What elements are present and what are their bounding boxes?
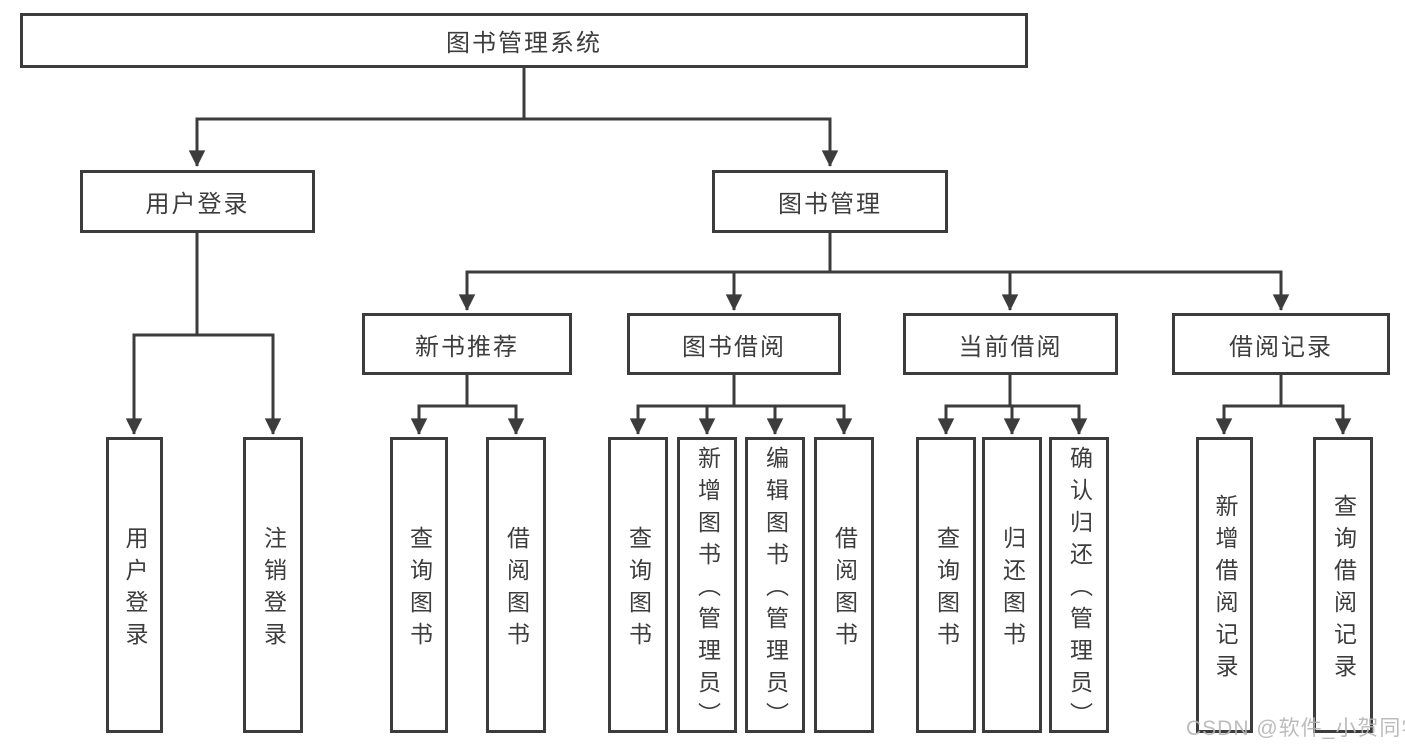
node-label: 归还图书 [999, 525, 1026, 654]
leaf-edit-book-admin: 编辑图书（管理员） [745, 437, 805, 734]
leaf-query-books-recommend: 查询图书 [390, 437, 448, 733]
node-library-management-system: 图书管理系统 [20, 13, 1028, 68]
node-label: 查询借阅记录 [1330, 493, 1357, 686]
leaf-borrow-books: 借阅图书 [814, 437, 874, 733]
node-label: 新增借阅记录 [1212, 493, 1238, 686]
leaf-return-books: 归还图书 [982, 437, 1042, 733]
node-label: 注销登录 [260, 525, 287, 654]
node-label: 图书管理 [778, 191, 882, 218]
node-current-borrow: 当前借阅 [903, 313, 1118, 375]
node-label: 图书管理系统 [446, 30, 602, 57]
node-label: 新增图书（管理员） [694, 445, 721, 734]
leaf-query-books-borrow: 查询图书 [608, 437, 668, 733]
node-label: 查询图书 [625, 525, 652, 654]
node-book-management: 图书管理 [712, 170, 948, 233]
leaf-add-book-admin: 新增图书（管理员） [677, 437, 737, 734]
node-label: 确认归还（管理员） [1066, 445, 1093, 734]
leaf-query-borrow-record: 查询借阅记录 [1313, 437, 1373, 733]
leaf-logout: 注销登录 [243, 437, 303, 733]
node-borrow-records: 借阅记录 [1172, 313, 1390, 375]
node-user-login: 用户登录 [80, 170, 315, 233]
leaf-borrow-books-recommend: 借阅图书 [486, 437, 546, 733]
node-book-borrow: 图书借阅 [627, 313, 841, 375]
node-label: 用户登录 [122, 525, 148, 654]
leaf-query-books-current: 查询图书 [916, 437, 976, 733]
node-label: 查询图书 [406, 525, 433, 654]
leaf-confirm-return-admin: 确认归还（管理员） [1049, 437, 1109, 734]
node-label: 查询图书 [933, 525, 960, 654]
node-label: 借阅图书 [831, 525, 858, 654]
node-label: 当前借阅 [958, 333, 1063, 361]
node-label: 借阅记录 [1229, 333, 1333, 361]
watermark: CSDN @软件_小贺同学 [1186, 717, 1405, 740]
leaf-add-borrow-record: 新增借阅记录 [1196, 437, 1253, 733]
node-label: 编辑图书（管理员） [762, 445, 789, 734]
leaf-user-login: 用户登录 [106, 437, 163, 733]
node-label: 图书借阅 [682, 333, 786, 361]
node-label: 借阅图书 [503, 525, 530, 654]
node-new-book-recommend: 新书推荐 [362, 313, 572, 375]
node-label: 用户登录 [145, 191, 250, 218]
node-label: 新书推荐 [415, 333, 519, 361]
